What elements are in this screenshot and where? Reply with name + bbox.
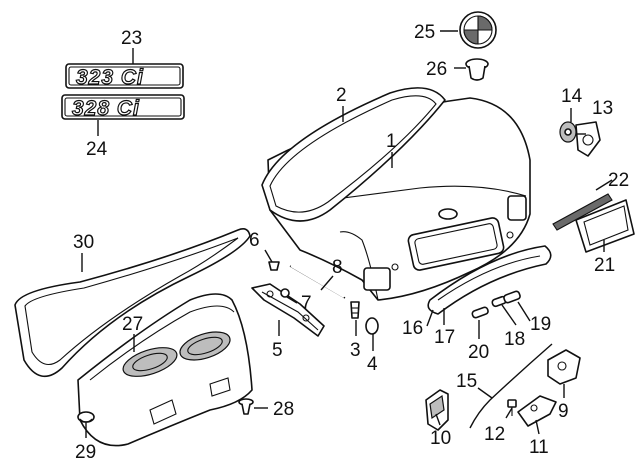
callout-20: 20 xyxy=(468,342,489,363)
callout-21: 21 xyxy=(594,255,615,276)
callout-9: 9 xyxy=(558,401,569,422)
rubber-stopper xyxy=(350,301,360,319)
callout-7: 7 xyxy=(301,293,312,314)
callouts: 23 24 25 26 2 1 14 13 22 21 30 27 6 7 8 … xyxy=(73,22,629,463)
callout-15: 15 xyxy=(456,371,477,392)
trunk-opening-seal xyxy=(14,228,251,378)
license-bracket xyxy=(575,199,635,253)
callout-29: 29 xyxy=(75,442,96,463)
callout-2: 2 xyxy=(336,85,347,106)
callout-10: 10 xyxy=(430,428,451,449)
callout-18: 18 xyxy=(504,329,525,350)
lift-strut xyxy=(289,265,346,299)
trunk-lid-trim-panel xyxy=(77,293,253,447)
bumper-stop xyxy=(268,261,280,271)
leader-lines xyxy=(81,30,613,438)
release-cable xyxy=(469,343,553,429)
latch-bracket xyxy=(425,389,449,431)
callout-24: 24 xyxy=(86,139,108,160)
badge-328ci: 328 Ci xyxy=(61,94,185,121)
callout-12: 12 xyxy=(484,424,505,445)
callout-30: 30 xyxy=(73,232,94,253)
hinge-assembly xyxy=(251,283,325,337)
callout-16: 16 xyxy=(402,318,423,339)
badge-328ci-text: 328 Ci xyxy=(72,97,140,120)
callout-3: 3 xyxy=(350,340,361,361)
callout-5: 5 xyxy=(272,340,283,361)
callout-8: 8 xyxy=(332,257,343,278)
callout-28: 28 xyxy=(273,399,294,420)
badge-323ci-text: 323 Ci xyxy=(76,66,144,89)
callout-23: 23 xyxy=(121,28,142,49)
trunk-lid-seal xyxy=(261,87,446,222)
lock-cylinder xyxy=(559,121,601,157)
hinge-bushing xyxy=(280,288,290,298)
trunk-latch xyxy=(547,349,581,385)
callout-22: 22 xyxy=(608,170,629,191)
callout-17: 17 xyxy=(434,327,455,348)
callout-25: 25 xyxy=(414,22,435,43)
license-light-bar xyxy=(427,245,552,319)
push-clip xyxy=(238,398,254,415)
callout-6: 6 xyxy=(249,230,260,251)
callout-11: 11 xyxy=(529,437,549,458)
callout-26: 26 xyxy=(426,59,447,80)
callout-14: 14 xyxy=(561,86,583,107)
emblem-grommet xyxy=(465,58,489,81)
roundel-emblem xyxy=(459,11,497,49)
trim-molding xyxy=(552,193,613,231)
trim-clip xyxy=(77,411,95,423)
buffer-pad xyxy=(365,317,379,335)
lock-actuator xyxy=(517,395,557,427)
callout-1: 1 xyxy=(386,131,397,152)
callout-4: 4 xyxy=(367,354,378,375)
callout-19: 19 xyxy=(530,314,551,335)
badge-323ci: 323 Ci xyxy=(65,63,184,90)
callout-27: 27 xyxy=(122,314,143,335)
callout-13: 13 xyxy=(592,98,613,119)
